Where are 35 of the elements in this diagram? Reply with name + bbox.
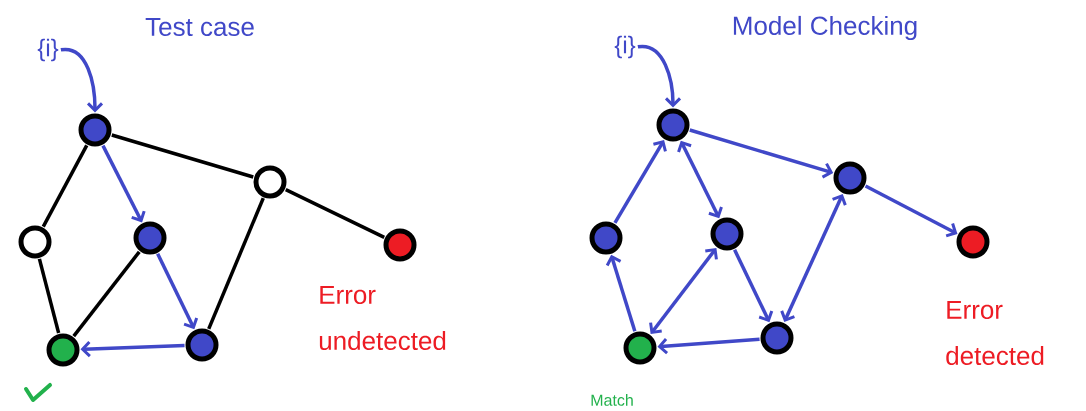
state-circle [18, 225, 52, 259]
state-circle [833, 161, 867, 195]
panel-title: Test case [145, 17, 254, 37]
arrow [649, 247, 718, 335]
state-circle [623, 331, 657, 365]
state-circle [185, 328, 219, 362]
state-circle [383, 228, 417, 262]
arrow [156, 252, 199, 330]
state-caption: Match [591, 394, 633, 406]
arrow [689, 128, 834, 179]
arrow [677, 140, 723, 219]
state-circle [760, 321, 794, 355]
state-caption: Error detected [946, 300, 1044, 366]
arrow [60, 47, 104, 113]
arrow [80, 341, 185, 358]
start-label: {i} [614, 35, 636, 59]
arrow [605, 254, 637, 332]
state-circle [46, 333, 80, 367]
state-circle [589, 221, 623, 255]
arrow [657, 337, 760, 355]
start-label: {i} [37, 38, 59, 62]
state-caption: Error undetected [319, 285, 446, 351]
state-circle [656, 108, 690, 142]
panel-title: Model Checking [733, 15, 917, 41]
arrow [733, 249, 774, 323]
arrow [613, 140, 667, 224]
state-circle [253, 165, 287, 199]
arrow [780, 193, 847, 323]
state-circle [78, 113, 112, 147]
state-circle [710, 217, 744, 251]
state-circle [956, 225, 990, 259]
state-circle [133, 221, 167, 255]
arrow [101, 144, 146, 223]
arrow [864, 184, 958, 238]
arrow [637, 44, 682, 108]
